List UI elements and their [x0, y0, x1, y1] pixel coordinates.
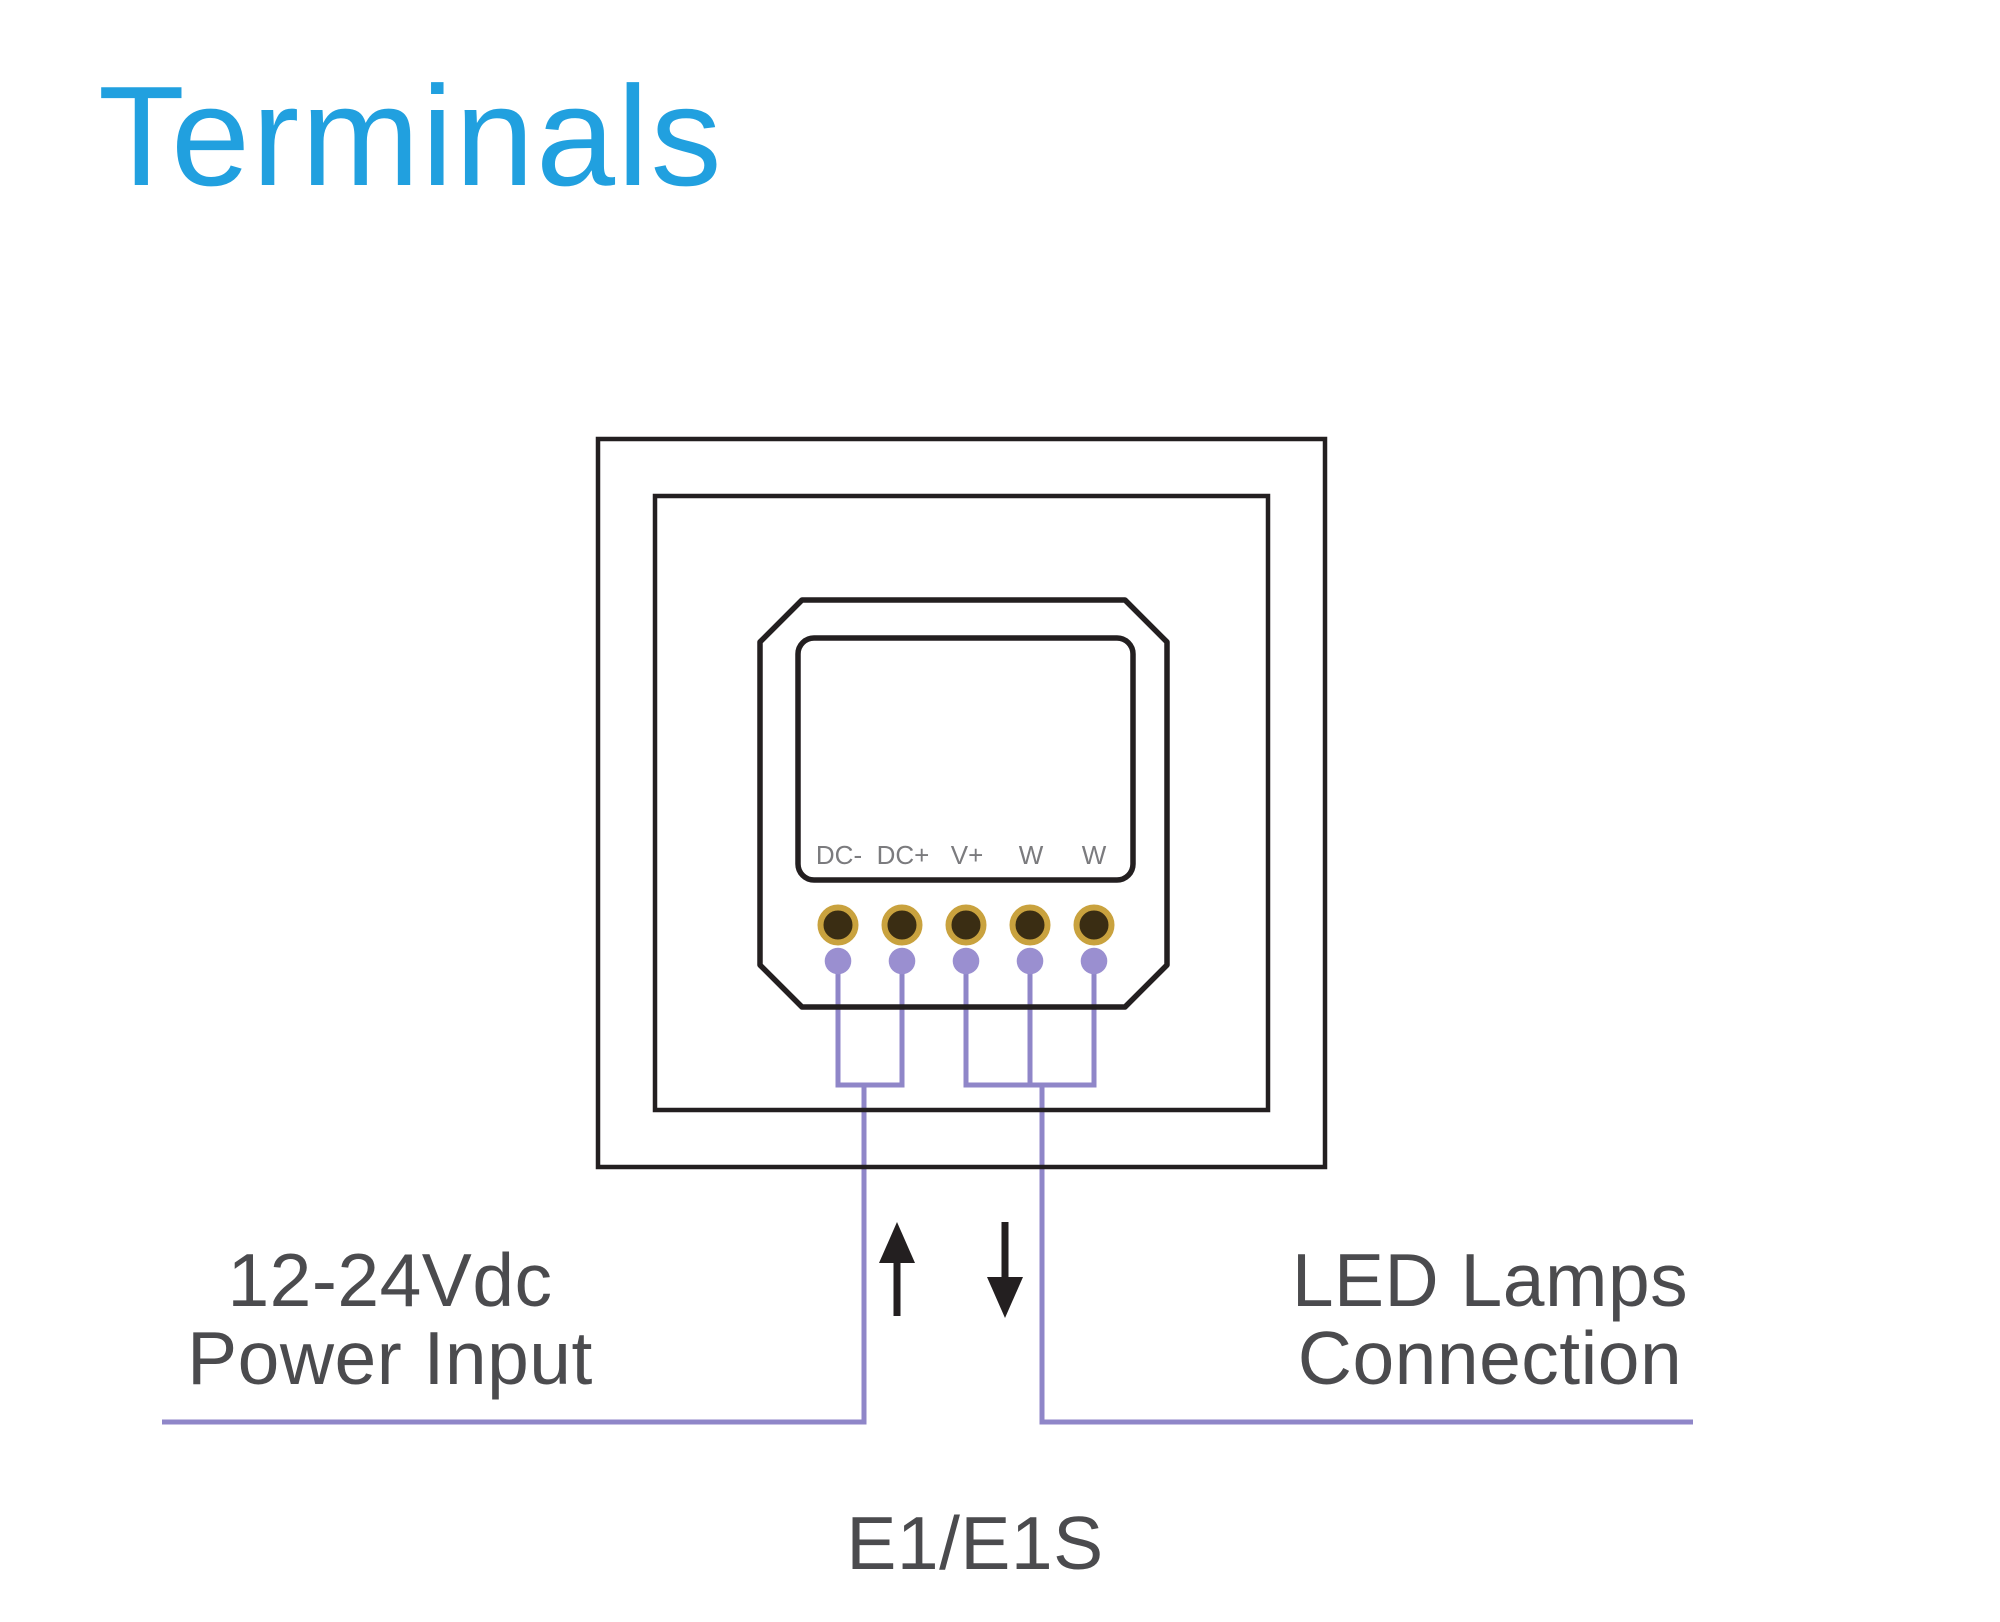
terminal-pin-w2	[1080, 947, 1108, 975]
power-junction-wire	[835, 961, 905, 1088]
terminal-hole-dc-plus	[881, 904, 923, 946]
terminal-hole-v-plus	[945, 904, 987, 946]
led-connection-label-line1: LED Lamps	[1292, 1238, 1688, 1322]
terminal-label-v-plus: V+	[951, 840, 984, 870]
up-arrow-icon	[879, 1222, 915, 1316]
terminal-pin-v-plus	[952, 947, 980, 975]
terminal-pin-dc-plus	[888, 947, 916, 975]
panel-outlines	[595, 436, 1328, 1170]
terminal-hole-w1	[1009, 904, 1051, 946]
inner-plate-square	[652, 493, 1271, 1113]
power-input-label-line2: Power Input	[187, 1316, 593, 1400]
terminal-pin-w1	[1016, 947, 1044, 975]
power-input-label-line1: 12-24Vdc	[227, 1238, 552, 1322]
terminal-pins	[824, 947, 1108, 975]
down-arrow-icon	[987, 1222, 1023, 1318]
terminal-label-w2: W	[1082, 840, 1107, 870]
lamp-connection-wire	[1039, 1085, 1693, 1425]
terminal-hole-dc-minus	[817, 904, 859, 946]
model-label: E1/E1S	[846, 1501, 1103, 1585]
power-input-wire	[162, 1085, 867, 1425]
terminal-label-w1: W	[1019, 840, 1044, 870]
module-octagon	[757, 597, 1170, 1010]
terminal-hole-w2	[1073, 904, 1115, 946]
terminal-pin-dc-minus	[824, 947, 852, 975]
led-connection-label-line2: Connection	[1298, 1316, 1682, 1400]
outer-plate-square	[595, 436, 1328, 1170]
annotations: 12-24Vdc Power Input LED Lamps Connectio…	[187, 1238, 1688, 1585]
module-screen	[795, 635, 1136, 883]
wiring	[162, 961, 1693, 1425]
terminal-label-dc-plus: DC+	[877, 840, 930, 870]
flow-arrows	[879, 1222, 1023, 1318]
page-title: Terminals	[98, 57, 724, 216]
terminal-label-dc-minus: DC-	[816, 840, 862, 870]
terminal-labels: DC- DC+ V+ W W	[816, 840, 1107, 870]
terminal-holes	[817, 904, 1115, 946]
